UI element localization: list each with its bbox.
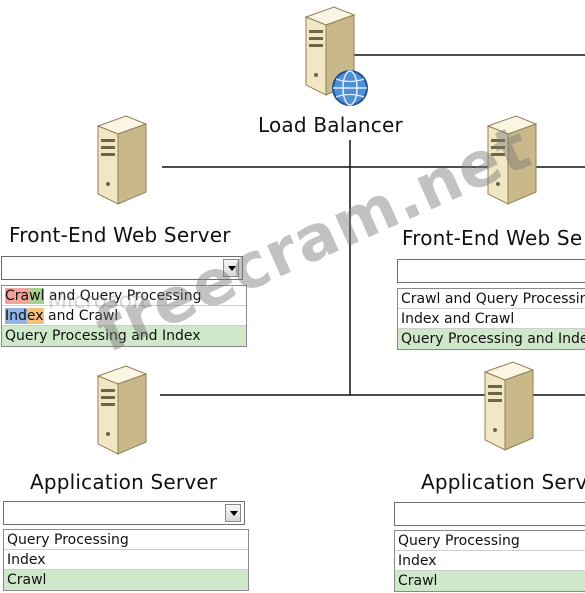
application-right-options: Query Processing Index Crawl: [394, 530, 585, 592]
load-balancer-label: Load Balancer: [258, 113, 403, 137]
application-left-server-icon: [88, 362, 150, 460]
crawl-highlight-red: Cra: [5, 288, 30, 304]
application-right-dropdown[interactable]: [394, 502, 585, 526]
option-text: Query Processing and Inde: [401, 331, 585, 347]
front-end-right-option-2[interactable]: Index and Crawl: [398, 309, 585, 329]
application-left-option-2[interactable]: Index: [4, 550, 248, 570]
front-end-left-label: Front-End Web Server: [9, 223, 231, 247]
front-end-left-option-3[interactable]: Query Processing and Index: [2, 326, 246, 346]
option-text: Index: [7, 552, 46, 568]
chevron-down-icon[interactable]: [223, 259, 239, 277]
front-end-right-option-3[interactable]: Query Processing and Inde: [398, 329, 585, 349]
application-right-option-1[interactable]: Query Processing: [395, 531, 585, 551]
option-text: Index and Crawl: [401, 311, 515, 327]
application-left-option-3[interactable]: Crawl: [4, 570, 248, 590]
front-end-right-options: Crawl and Query Processin Index and Craw…: [397, 288, 585, 350]
application-right-server-icon: [475, 358, 537, 456]
front-end-right-option-1[interactable]: Crawl and Query Processin: [398, 289, 585, 309]
application-right-option-2[interactable]: Index: [395, 551, 585, 571]
option-text: Crawl and Query Processin: [401, 291, 585, 307]
application-left-option-1[interactable]: Query Processing: [4, 530, 248, 550]
option-text: Index: [398, 553, 437, 569]
globe-icon: [330, 68, 370, 108]
front-end-left-server-icon: [88, 112, 150, 210]
option-text: Query Processing and Index: [5, 328, 201, 344]
front-end-left-options: Crawl and Query Processing Index and Cra…: [1, 285, 247, 347]
load-balancer-server-icon: [296, 3, 358, 101]
index-highlight-blue: Ind: [5, 308, 27, 324]
front-end-right-server-icon: [478, 112, 540, 210]
option-text: and Query Processing: [44, 288, 202, 304]
application-right-label: Application Serv: [421, 470, 585, 494]
front-end-left-option-2[interactable]: Index and Crawl: [2, 306, 246, 326]
front-end-right-dropdown[interactable]: [397, 259, 585, 283]
crawl-highlight-green: wl: [29, 288, 45, 304]
front-end-left-option-1[interactable]: Crawl and Query Processing: [2, 286, 246, 306]
application-left-label: Application Server: [30, 470, 218, 494]
option-text: Crawl: [398, 573, 438, 589]
application-left-options: Query Processing Index Crawl: [3, 529, 249, 591]
option-text: Crawl: [7, 572, 47, 588]
application-left-dropdown[interactable]: [3, 501, 245, 525]
front-end-left-dropdown[interactable]: [1, 256, 243, 280]
option-text: Query Processing: [7, 532, 129, 548]
option-text: and Crawl: [43, 308, 119, 324]
front-end-right-label: Front-End Web Se: [402, 226, 583, 250]
option-text: Query Processing: [398, 533, 520, 549]
chevron-down-icon[interactable]: [225, 504, 241, 522]
index-highlight-orange: ex: [26, 308, 44, 324]
application-right-option-3[interactable]: Crawl: [395, 571, 585, 591]
